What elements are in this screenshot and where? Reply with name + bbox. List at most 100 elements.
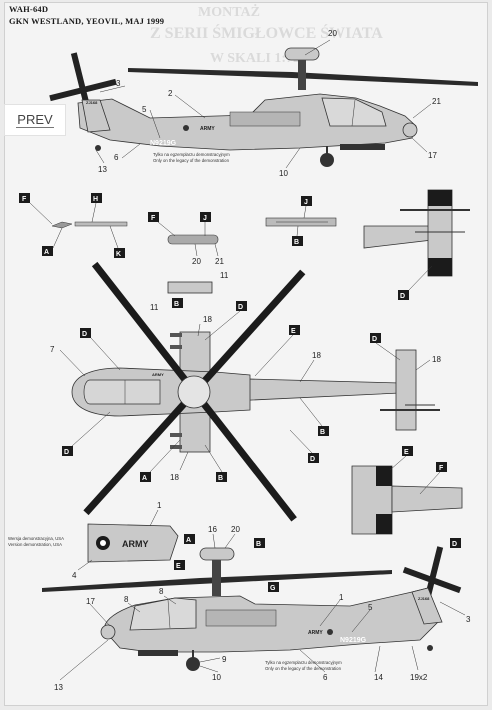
tag-g xyxy=(268,582,279,592)
army-inset: ARMY Wersja demonstracyjna, USA Version … xyxy=(8,501,179,580)
svg-text:20: 20 xyxy=(231,525,240,534)
small-panel xyxy=(167,281,213,294)
top-tail-fin xyxy=(81,99,111,133)
bottom-radar-dome xyxy=(199,547,235,561)
header: WAH-64D GKN WESTLAND, YEOVIL, MAJ 1999 xyxy=(9,4,164,26)
svg-text:21: 21 xyxy=(215,257,224,266)
svg-text:E: E xyxy=(291,328,296,335)
bottom-engine-nacelle xyxy=(205,609,277,627)
tag-e-2 xyxy=(402,446,413,456)
tag-h xyxy=(91,193,102,203)
svg-text:J: J xyxy=(203,215,207,222)
svg-text:10: 10 xyxy=(212,673,221,682)
svg-text:18: 18 xyxy=(312,351,321,360)
svg-text:E: E xyxy=(404,449,409,456)
svg-text:F: F xyxy=(151,215,156,222)
svg-text:A: A xyxy=(186,537,191,544)
callout-number: 3 xyxy=(116,79,121,88)
plan-view: ARMY D D E D B D A B D 7 18 18 xyxy=(50,261,441,522)
top-army-marking: ARMY xyxy=(200,126,215,132)
bottom-nose-sensor xyxy=(100,624,116,640)
top-engine-nacelle xyxy=(229,111,301,127)
svg-text:B: B xyxy=(256,541,261,548)
svg-text:ARMY: ARMY xyxy=(152,372,164,377)
svg-text:D: D xyxy=(310,456,315,463)
svg-text:B: B xyxy=(294,239,299,246)
svg-text:D: D xyxy=(82,331,87,338)
callout-number: 21 xyxy=(432,97,441,106)
tag-e xyxy=(289,325,300,335)
bottom-note-en: Only on the legacy of the demonstration xyxy=(265,666,342,671)
model-subtitle: GKN WESTLAND, YEOVIL, MAJ 1999 xyxy=(9,16,165,26)
prev-button-label: PREV xyxy=(16,111,54,128)
svg-text:17: 17 xyxy=(86,597,95,606)
svg-text:F: F xyxy=(439,465,444,472)
inset-army-marking: ARMY xyxy=(122,539,149,549)
tag-a-3 xyxy=(184,534,195,544)
svg-text:1: 1 xyxy=(339,593,344,602)
top-canopy xyxy=(321,97,387,127)
bottom-weapon-pylon xyxy=(138,650,178,656)
tag-f-2 xyxy=(148,212,159,222)
svg-text:9: 9 xyxy=(222,655,227,664)
svg-text:7: 7 xyxy=(50,345,55,354)
prev-button[interactable]: PREV xyxy=(4,104,66,136)
callout-number: 20 xyxy=(328,29,337,38)
inset-note-pl: Wersja demonstracyjna, USA xyxy=(8,536,64,541)
svg-text:8: 8 xyxy=(124,595,129,604)
tag-f-3 xyxy=(436,462,447,472)
svg-text:B: B xyxy=(320,429,325,436)
tag-d-5 xyxy=(62,446,73,456)
inset-note-en: Version demonstration, USA xyxy=(8,542,62,547)
tag-d-4 xyxy=(370,333,381,343)
callout-number: 6 xyxy=(114,153,119,162)
svg-text:18: 18 xyxy=(170,473,179,482)
svg-text:A: A xyxy=(44,249,49,256)
svg-text:3: 3 xyxy=(466,615,471,624)
bottom-tail-fin xyxy=(411,587,443,625)
tail-detail-boom xyxy=(391,485,463,513)
svg-text:F: F xyxy=(22,196,27,203)
tag-k xyxy=(114,248,125,258)
svg-text:E: E xyxy=(176,563,181,570)
bottom-zj-code: ZJ168 xyxy=(418,596,430,601)
bottom-roundel xyxy=(327,629,333,635)
top-note-pl: Tylko na egzemplarzu demonstracyjnym xyxy=(153,152,230,157)
top-weapon-pylon xyxy=(340,144,385,150)
tail-plan-view: D xyxy=(363,189,470,300)
weapons-row: F H A K F J 20 21 J B xyxy=(19,193,337,312)
top-roundel xyxy=(183,125,189,131)
inset-panel xyxy=(87,523,179,563)
bottom-canopy xyxy=(129,597,197,631)
svg-text:1: 1 xyxy=(157,501,162,510)
svg-text:18: 18 xyxy=(432,355,441,364)
plan-tail-fin xyxy=(395,349,417,431)
bottom-main-wheel xyxy=(186,657,200,671)
svg-text:5: 5 xyxy=(368,603,373,612)
svg-text:A: A xyxy=(142,475,147,482)
svg-text:D: D xyxy=(238,304,243,311)
svg-text:4: 4 xyxy=(72,571,77,580)
tag-d-7 xyxy=(450,538,461,548)
svg-text:8: 8 xyxy=(159,587,164,596)
tag-j xyxy=(200,212,211,222)
bottom-registration: N9219G xyxy=(340,637,367,644)
top-zj-code: ZJ168 xyxy=(86,100,98,105)
tag-d-3 xyxy=(236,301,247,311)
top-main-wheel xyxy=(320,153,334,167)
tag-b-2 xyxy=(172,298,183,308)
top-note-en: Only on the legacy of the demonstration xyxy=(153,158,230,163)
tag-e-3 xyxy=(174,560,185,570)
svg-text:H: H xyxy=(93,196,98,203)
callout-number: 13 xyxy=(98,165,107,174)
tag-b xyxy=(292,236,303,246)
callout-number: 5 xyxy=(142,105,147,114)
svg-text:B: B xyxy=(174,301,179,308)
callout-number: 10 xyxy=(279,169,288,178)
callout-number: 17 xyxy=(428,151,437,160)
svg-text:13: 13 xyxy=(54,683,63,692)
missile-hellfire xyxy=(51,221,73,229)
svg-text:B: B xyxy=(218,475,223,482)
tag-d-6 xyxy=(308,453,319,463)
